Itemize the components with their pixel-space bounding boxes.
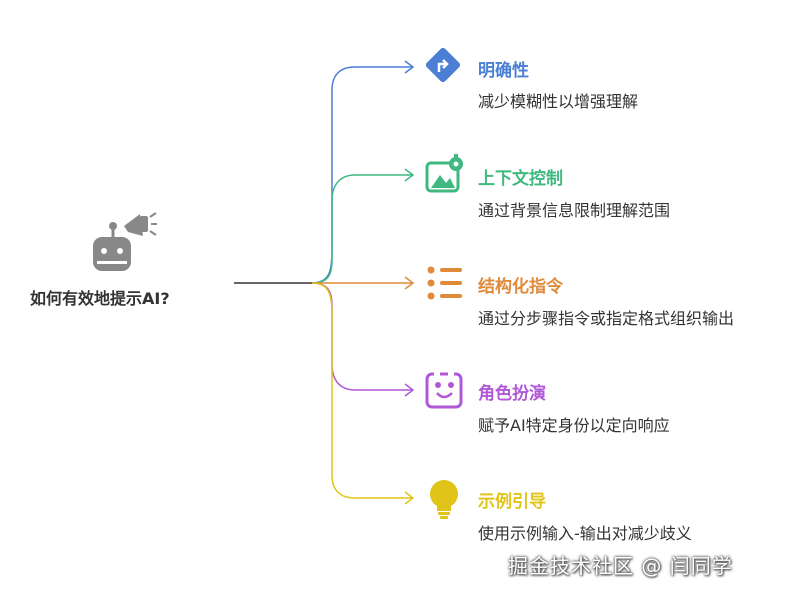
watermark: 掘金技术社区 @ 闫同学 bbox=[508, 554, 733, 578]
branch-connector-roleplay bbox=[311, 282, 412, 391]
robot-megaphone-icon bbox=[93, 212, 157, 271]
direction-sign-icon bbox=[425, 47, 461, 83]
branch-desc-clarity: 减少模糊性以增强理解 bbox=[478, 92, 639, 111]
lightbulb-icon bbox=[430, 480, 458, 519]
branch-title-roleplay: 角色扮演 bbox=[478, 384, 546, 404]
image-frame-icon bbox=[425, 154, 463, 193]
arrow-head-context bbox=[404, 168, 415, 182]
arrow-head-roleplay bbox=[404, 383, 415, 397]
branch-connector-examples bbox=[311, 282, 412, 499]
root-label: 如何有效地提示AI? bbox=[30, 289, 170, 308]
branch-connector-context bbox=[311, 174, 412, 284]
branch-title-examples: 示例引导 bbox=[478, 492, 546, 512]
branch-title-context: 上下文控制 bbox=[478, 169, 563, 189]
branch-desc-context: 通过背景信息限制理解范围 bbox=[478, 201, 671, 220]
list-icon bbox=[427, 266, 462, 300]
branch-title-clarity: 明确性 bbox=[478, 61, 529, 81]
branch-desc-examples: 使用示例输入-输出对减少歧义 bbox=[478, 524, 692, 543]
branch-desc-structure: 通过分步骤指令或指定格式组织输出 bbox=[478, 309, 735, 328]
arrow-head-examples bbox=[404, 491, 415, 505]
branch-connector-clarity bbox=[311, 66, 412, 284]
theater-mask-icon bbox=[425, 370, 463, 409]
arrow-head-structure bbox=[404, 276, 415, 290]
arrow-head-clarity bbox=[404, 60, 415, 74]
branch-desc-roleplay: 赋予AI特定身份以定向响应 bbox=[478, 416, 670, 435]
branch-title-structure: 结构化指令 bbox=[478, 277, 563, 297]
